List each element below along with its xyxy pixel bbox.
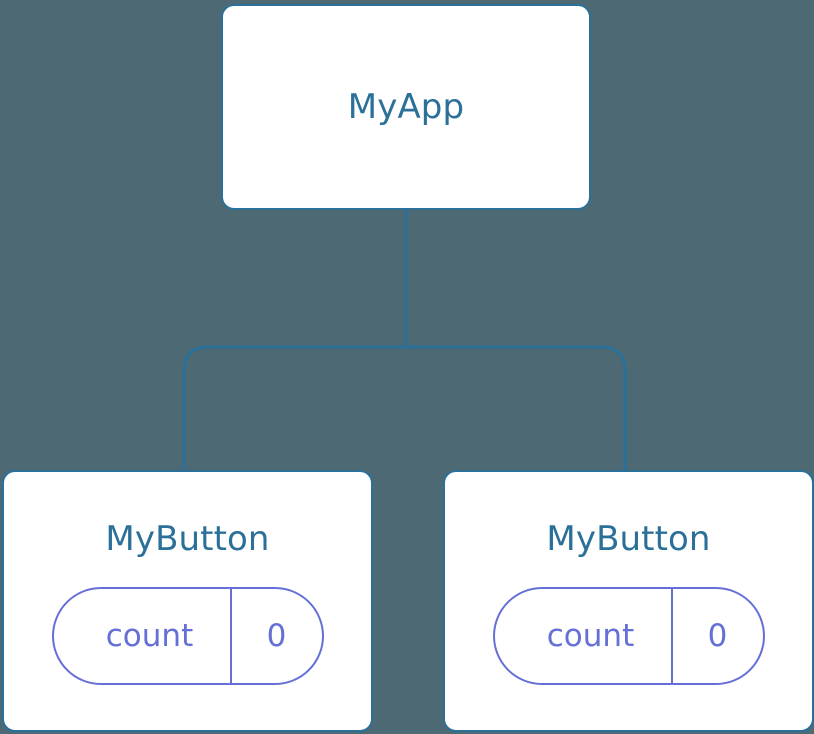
tree-node-mybutton-1[interactable]: MyButton count 0 xyxy=(443,470,814,732)
node-title: MyButton xyxy=(105,519,270,559)
state-pill-value: 0 xyxy=(670,589,763,683)
state-pill-key: count xyxy=(105,617,194,654)
state-pill[interactable]: count 0 xyxy=(51,587,324,685)
edge-root-to-child-1 xyxy=(406,345,627,470)
tree-node-mybutton-0[interactable]: MyButton count 0 xyxy=(2,470,373,732)
state-pill[interactable]: count 0 xyxy=(492,587,765,685)
state-pill-key: count xyxy=(546,617,635,654)
edge-root-to-child-0 xyxy=(182,345,406,470)
tree-node-myapp[interactable]: MyApp xyxy=(221,4,591,210)
state-pill-value: 0 xyxy=(229,589,322,683)
node-title: MyApp xyxy=(347,87,465,127)
node-title: MyButton xyxy=(546,519,711,559)
